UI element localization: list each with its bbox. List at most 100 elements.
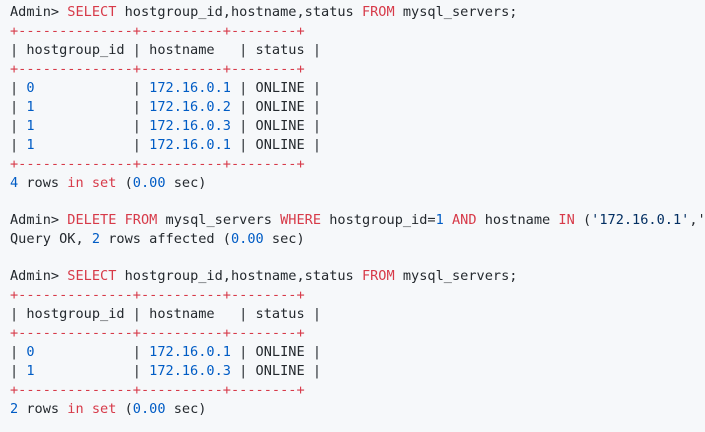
terminal-line: | 0 | 172.16.0.1 | ONLINE | — [10, 79, 705, 98]
line-segment: sec) — [165, 401, 207, 417]
line-segment — [444, 212, 452, 228]
line-segment: '172.16.0.1' — [591, 212, 690, 228]
line-segment: | ONLINE | — [230, 80, 322, 96]
line-segment: | — [10, 363, 27, 379]
terminal-line: | 0 | 172.16.0.1 | ONLINE | — [10, 343, 705, 362]
line-segment: | — [10, 344, 27, 360]
line-segment: in — [67, 401, 84, 417]
line-segment: rows affected ( — [100, 231, 231, 247]
line-segment: Admin> — [10, 212, 68, 228]
line-segment: FROM — [361, 4, 395, 20]
blank-line — [10, 193, 705, 211]
line-segment: FROM — [124, 212, 158, 228]
terminal-line: +--------------+----------+--------+ — [10, 22, 705, 41]
terminal-line: | 1 | 172.16.0.3 | ONLINE | — [10, 362, 705, 381]
line-segment: | ONLINE | — [230, 363, 322, 379]
terminal-line: +--------------+----------+--------+ — [10, 155, 705, 174]
line-segment: mysql_servers; — [394, 268, 518, 284]
line-segment: FROM — [361, 268, 395, 284]
terminal-line: +--------------+----------+--------+ — [10, 60, 705, 79]
line-segment: 1 — [26, 118, 35, 134]
line-segment: hostname — [476, 212, 559, 228]
line-segment: | — [34, 363, 150, 379]
line-segment: | — [10, 99, 27, 115]
line-segment: | — [34, 137, 150, 153]
terminal-line: Query OK, 2 rows affected (0.00 sec) — [10, 230, 705, 249]
line-segment: 2 — [91, 231, 101, 247]
line-segment: 1 — [26, 99, 35, 115]
line-segment: 1 — [26, 363, 35, 379]
line-segment: | — [10, 118, 27, 134]
terminal-line: | 1 | 172.16.0.2 | ONLINE | — [10, 98, 705, 117]
terminal-line: 2 rows in set (0.00 sec) — [10, 400, 705, 419]
line-segment: +--------------+----------+--------+ — [10, 287, 305, 303]
line-segment: Admin> — [10, 268, 68, 284]
line-segment: SELECT — [67, 268, 117, 284]
line-segment: 1 — [26, 137, 35, 153]
line-segment: | hostgroup_id | hostname | status | — [10, 42, 321, 58]
line-segment: IN — [558, 212, 575, 228]
line-segment: | — [34, 118, 150, 134]
line-segment: +--------------+----------+--------+ — [10, 61, 305, 77]
line-segment: sec) — [263, 231, 305, 247]
terminal-line: +--------------+----------+--------+ — [10, 381, 705, 400]
line-segment: +--------------+----------+--------+ — [10, 325, 305, 341]
line-segment: ( — [116, 401, 133, 417]
line-segment: | — [34, 80, 150, 96]
line-segment: hostgroup_id,hostname,status — [116, 4, 362, 20]
line-segment: in — [67, 175, 84, 191]
line-segment: 4 — [10, 175, 19, 191]
line-segment: 0.00 — [132, 401, 166, 417]
line-segment: | ONLINE | — [230, 137, 322, 153]
line-segment: rows — [18, 401, 68, 417]
terminal-line: +--------------+----------+--------+ — [10, 324, 705, 343]
line-segment: 0.00 — [230, 231, 264, 247]
line-segment: | — [34, 99, 150, 115]
line-segment: 1 — [435, 212, 444, 228]
line-segment: hostgroup_id= — [321, 212, 436, 228]
line-segment: mysql_servers; — [394, 4, 518, 20]
line-segment: 0.00 — [132, 175, 166, 191]
line-segment — [84, 175, 92, 191]
line-segment: Query OK, — [10, 231, 92, 247]
line-segment: | ONLINE | — [230, 118, 322, 134]
blank-line — [10, 249, 705, 267]
line-segment: ( — [116, 175, 133, 191]
line-segment: SELECT — [67, 4, 117, 20]
line-segment: Admin> — [10, 4, 68, 20]
line-segment: mysql_servers — [157, 212, 281, 228]
line-segment: AND — [451, 212, 477, 228]
terminal-line: Admin> DELETE FROM mysql_servers WHERE h… — [10, 211, 705, 230]
line-segment: 2 — [10, 401, 19, 417]
line-segment: DELETE — [67, 212, 117, 228]
line-segment: WHERE — [280, 212, 322, 228]
terminal-line: | 1 | 172.16.0.1 | ONLINE | — [10, 136, 705, 155]
line-segment: +--------------+----------+--------+ — [10, 156, 305, 172]
line-segment: | — [34, 344, 150, 360]
line-segment: 172.16.0.1 — [149, 137, 231, 153]
terminal-line: | 1 | 172.16.0.3 | ONLINE | — [10, 117, 705, 136]
line-segment: 172.16.0.3 — [149, 363, 231, 379]
terminal-line: +--------------+----------+--------+ — [10, 286, 705, 305]
line-segment: ,' — [689, 212, 705, 228]
line-segment: 172.16.0.3 — [149, 118, 231, 134]
line-segment: ( — [574, 212, 592, 228]
line-segment: 0 — [26, 344, 35, 360]
terminal-line: Admin> SELECT hostgroup_id,hostname,stat… — [10, 267, 705, 286]
terminal-line: | hostgroup_id | hostname | status | — [10, 305, 705, 324]
terminal-line: 4 rows in set (0.00 sec) — [10, 174, 705, 193]
line-segment: | ONLINE | — [230, 99, 322, 115]
line-segment: hostgroup_id,hostname,status — [116, 268, 362, 284]
line-segment: 172.16.0.1 — [149, 80, 231, 96]
line-segment: 0 — [26, 80, 35, 96]
line-segment: set — [91, 401, 117, 417]
line-segment — [84, 401, 92, 417]
terminal-line: Admin> SELECT hostgroup_id,hostname,stat… — [10, 3, 705, 22]
line-segment: | ONLINE | — [230, 344, 322, 360]
line-segment: +--------------+----------+--------+ — [10, 382, 305, 398]
line-segment: | — [10, 80, 27, 96]
line-segment — [116, 212, 124, 228]
terminal-line: | hostgroup_id | hostname | status | — [10, 41, 705, 60]
line-segment: | — [10, 137, 27, 153]
